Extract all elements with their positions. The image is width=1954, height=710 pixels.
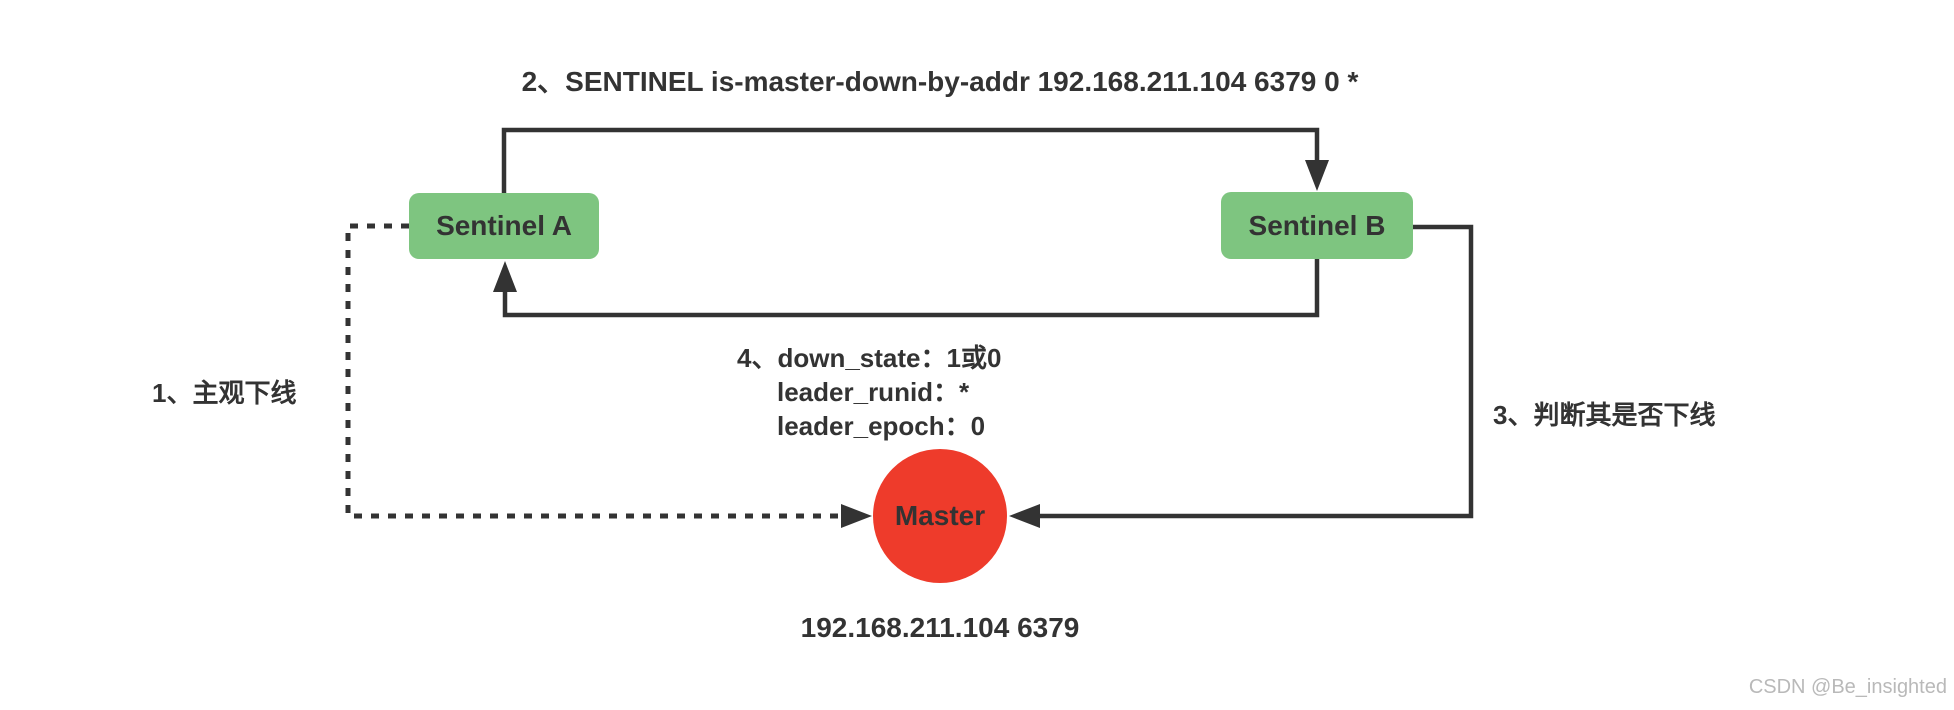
step1-dotted-line (345, 223, 840, 519)
step4-line2: leader_runid：* (777, 377, 970, 407)
step4-label: 4、down_state：1或0 leader_runid：* leader_e… (737, 341, 1001, 443)
step4-reply-line (502, 259, 1320, 318)
step2-request-line (501, 127, 1320, 193)
step3-check-line (1036, 224, 1474, 519)
node-master: Master (873, 449, 1007, 583)
master-address-label: 192.168.211.104 6379 (800, 612, 1080, 643)
step3-label: 3、判断其是否下线 (1493, 400, 1716, 430)
step2-arrowhead-icon (1305, 160, 1329, 191)
step4-line3: leader_epoch：0 (777, 411, 986, 441)
step4-arrowhead-icon (493, 261, 517, 292)
step3-arrowhead-icon (1009, 504, 1040, 528)
node-sentinel-a: Sentinel A (409, 193, 599, 259)
watermark: CSDN @Be_insighted (1748, 676, 1947, 698)
step4-line1: 4、down_state：1或0 (737, 343, 1002, 373)
step1-arrowhead-icon (841, 504, 872, 528)
step1-label: 1、主观下线 (152, 378, 297, 408)
node-sentinel-b: Sentinel B (1221, 192, 1413, 259)
diagram-title: 2、SENTINEL is-master-down-by-addr 192.16… (521, 66, 1359, 97)
